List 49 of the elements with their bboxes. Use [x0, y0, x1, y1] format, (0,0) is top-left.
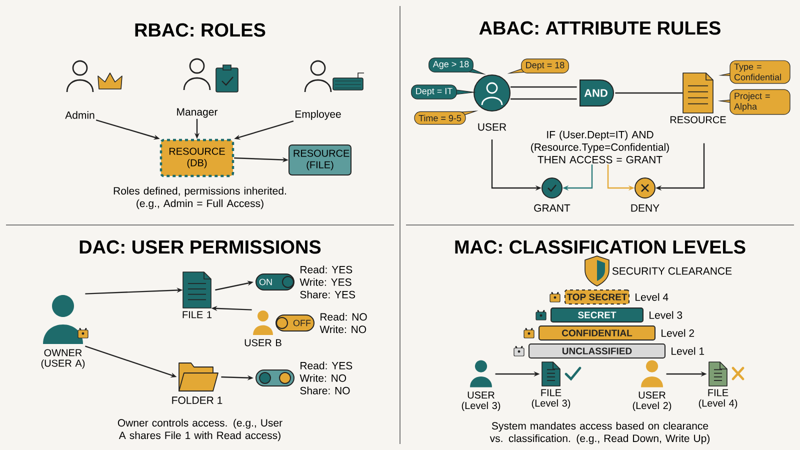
- attribute-bubble: Time = 9-5: [414, 110, 478, 125]
- connector-line: [510, 86, 577, 88]
- file-label: FILE 1: [182, 311, 212, 318]
- permission-list: Read: YES Write: NO Share: NO: [300, 362, 352, 394]
- user-label: USER (Level 3): [462, 392, 500, 412]
- attribute-bubble: Project = Alpha: [718, 89, 790, 115]
- user-label: USER: [478, 123, 506, 131]
- level-label: Level 4: [636, 293, 668, 301]
- caption-text: Roles defined, permissions inherited. (e.g., Admin = Full Access): [114, 186, 286, 210]
- level-bar: SECRET: [550, 308, 644, 322]
- toggle-switch: OFF: [276, 314, 314, 332]
- level-bar: CONFIDENTIAL: [538, 326, 656, 340]
- folder-label: FOLDER 1: [172, 396, 222, 404]
- resource-label: RESOURCE: [670, 116, 726, 124]
- caption-text: Owner controls access. (e.g., User A shares File 1 with Read access): [118, 418, 282, 442]
- file-label: FILE (Level 3): [532, 389, 570, 409]
- role-label: Manager: [177, 108, 218, 118]
- level-label: Level 2: [662, 329, 694, 337]
- level-bar: TOP SECRET: [564, 290, 630, 304]
- permission-list: Read: NO Write: NO: [320, 312, 367, 334]
- resource-box: RESOURCE (DB): [160, 138, 234, 178]
- user-label: OWNER (USER A): [41, 349, 85, 369]
- toggle-switch: ON: [256, 274, 294, 290]
- attribute-bubble: Age > 18: [428, 58, 486, 75]
- result-label: DENY: [631, 204, 660, 212]
- level-label: Level 1: [672, 347, 704, 355]
- resource-box: RESOURCE (FILE): [288, 144, 352, 176]
- and-gate: AND: [580, 80, 614, 106]
- permission-list: Read: YES Write: YES Share: YES: [300, 266, 356, 298]
- panel-title: RBAC: ROLES: [135, 23, 266, 37]
- panel-title: DAC: USER PERMISSIONS: [80, 240, 321, 254]
- attribute-bubble: Dept = 18: [507, 58, 569, 74]
- level-label: Level 3: [650, 311, 682, 319]
- connector-line: [510, 98, 577, 100]
- attribute-bubble: Type = Confidential: [718, 60, 790, 84]
- heading-label: SECURITY CLEARANCE: [612, 267, 732, 275]
- role-label: Admin: [65, 111, 94, 119]
- caption-text: System mandates access based on clearance vs. classification. (e.g., Read Down, Write Up): [490, 422, 710, 444]
- panel-title: ABAC: ATTRIBUTE RULES: [479, 21, 720, 35]
- attribute-bubble: Dept = IT: [411, 84, 476, 100]
- level-bar: UNCLASSIFIED: [528, 344, 666, 358]
- file-label: FILE (Level 4): [698, 389, 738, 409]
- rule-text: IF (User.Dept=IT) AND (Resource.Type=Confidential) THEN ACCESS = GRANT: [531, 130, 669, 164]
- user-label: USER (Level 2): [632, 392, 672, 412]
- result-label: GRANT: [534, 204, 570, 212]
- panel-title: MAC: CLASSIFICATION LEVELS: [455, 240, 746, 254]
- connector-line: [615, 92, 683, 94]
- user-label: USER B: [244, 339, 282, 346]
- role-label: Employee: [296, 110, 341, 120]
